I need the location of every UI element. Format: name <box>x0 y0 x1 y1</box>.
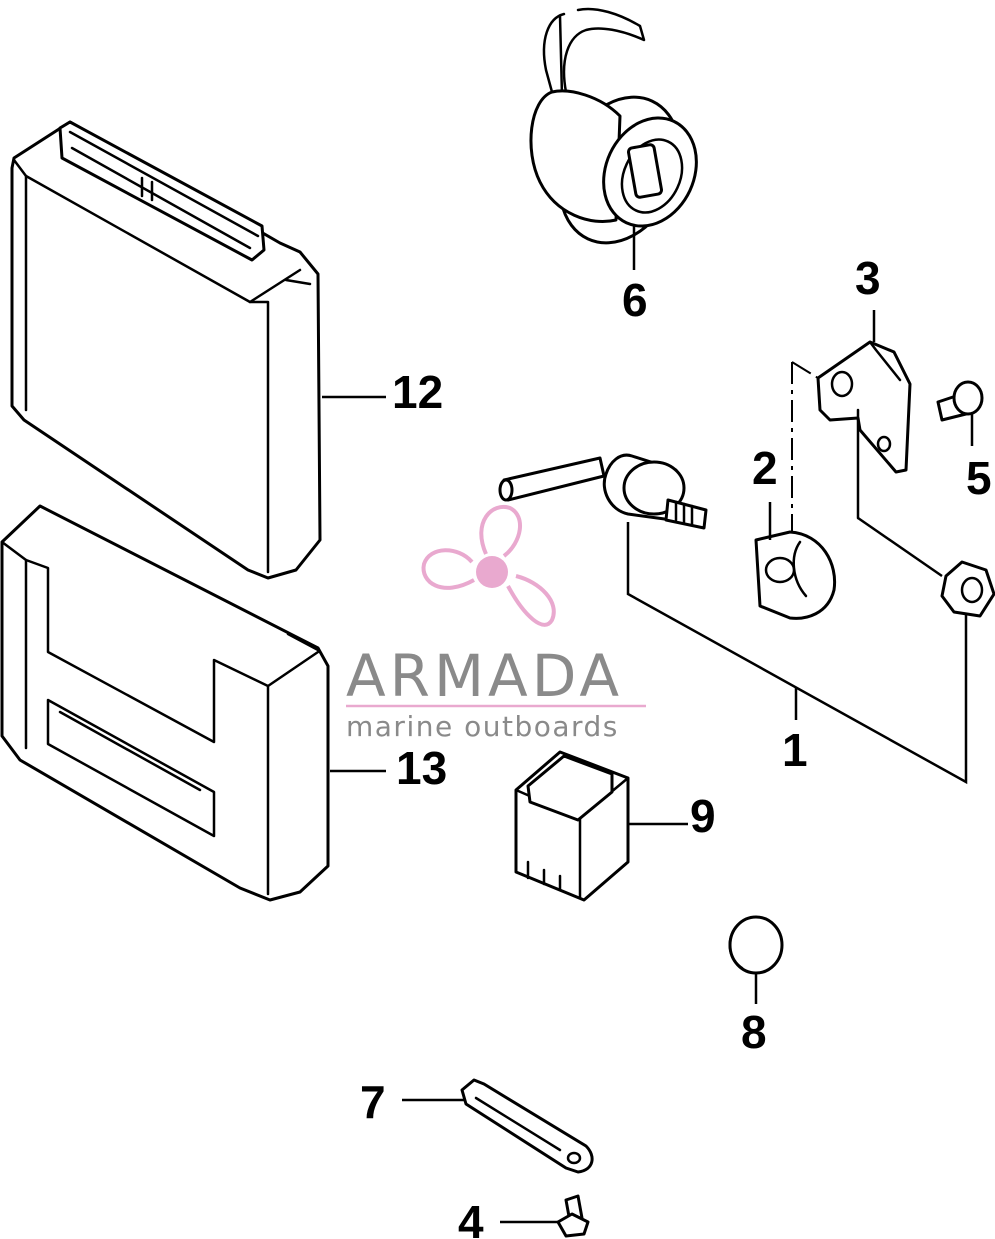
strap-component <box>460 1078 594 1174</box>
relay-component <box>514 750 630 902</box>
callout-9: 9 <box>690 790 716 842</box>
screw-component <box>556 1194 590 1238</box>
socket-component <box>529 7 698 245</box>
callout-7: 7 <box>360 1076 386 1128</box>
callout-2: 2 <box>752 442 778 494</box>
callout-5: 5 <box>966 452 992 504</box>
mounting-bracket <box>816 340 912 520</box>
nut-component <box>940 560 995 618</box>
callout-labels: 12 13 6 3 5 2 1 9 8 7 4 <box>360 252 992 1239</box>
sensor-switch <box>498 453 708 530</box>
callout-13: 13 <box>396 742 447 794</box>
clip-component <box>754 530 837 620</box>
callout-8: 8 <box>741 1006 767 1058</box>
ecu-cover-bracket <box>0 504 330 902</box>
ecu-unit <box>10 120 322 580</box>
watermark: ARMADA marine outboards <box>346 504 646 743</box>
callout-3: 3 <box>855 252 881 304</box>
watermark-title: ARMADA <box>346 642 623 710</box>
callout-1: 1 <box>782 724 808 776</box>
watermark-subtitle: marine outboards <box>346 710 619 743</box>
plug-cap <box>728 915 784 975</box>
leader-lines <box>322 226 974 1224</box>
bolt-component <box>936 380 984 422</box>
callout-6: 6 <box>622 274 648 326</box>
callout-4: 4 <box>458 1196 484 1239</box>
propeller-icon <box>421 504 556 627</box>
callout-12: 12 <box>392 366 443 418</box>
